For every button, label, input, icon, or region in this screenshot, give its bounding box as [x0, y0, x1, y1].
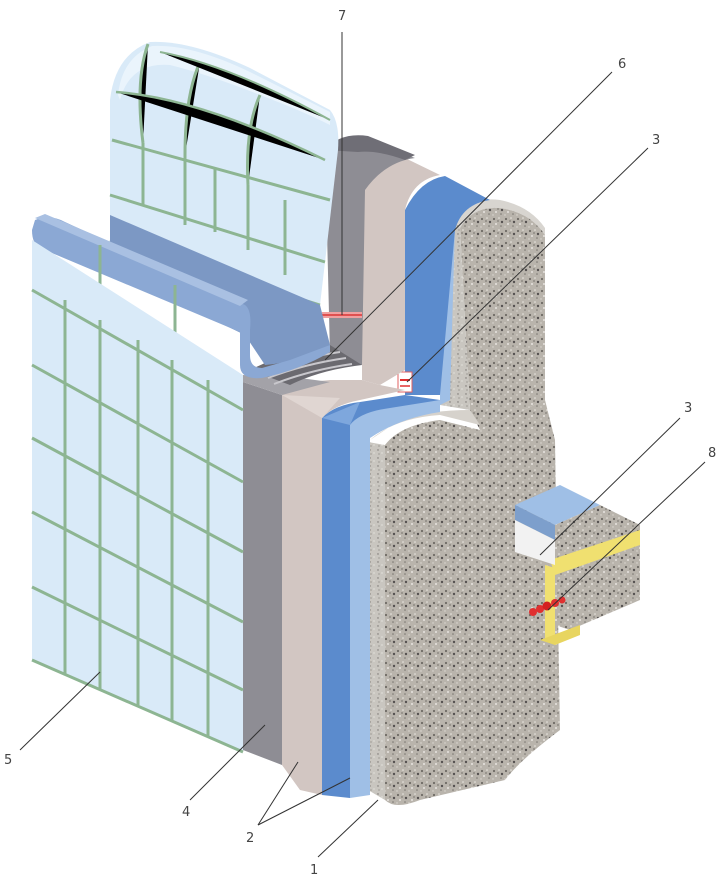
seal-bead — [542, 601, 552, 611]
corner-seal-tape — [397, 371, 413, 393]
trough-front — [32, 217, 330, 379]
leader-2a — [257, 761, 299, 826]
seal-bead — [529, 608, 537, 616]
concrete-rim — [368, 442, 385, 800]
screed-lower — [350, 400, 440, 798]
leader-5 — [19, 671, 101, 751]
gray-upper — [325, 138, 415, 365]
lower-tile-wall — [31, 240, 244, 754]
upper-tile-wall — [109, 41, 339, 307]
slab-top-blue — [515, 485, 600, 525]
beige-top-bevel — [282, 395, 340, 418]
leader-6 — [324, 71, 613, 361]
callout-1: 1 — [310, 863, 318, 878]
callout-8: 8 — [708, 446, 716, 461]
gray-lower-top — [243, 375, 330, 395]
trough-gutter — [32, 214, 330, 379]
concrete-ledge-top — [370, 410, 480, 440]
callout-4: 4 — [182, 805, 190, 820]
concrete-structure — [368, 199, 560, 805]
callout-6: 6 — [618, 57, 626, 72]
concrete-upper-top — [452, 199, 545, 235]
leader-3-lower — [539, 417, 681, 556]
floor-slab — [515, 485, 640, 645]
trough-lip — [35, 214, 248, 306]
callout-3-lower: 3 — [684, 401, 692, 416]
seal-tape — [397, 371, 413, 393]
leader-2b — [257, 777, 351, 826]
beige-lower — [282, 380, 405, 795]
slab-right-face — [555, 505, 640, 630]
callout-5: 5 — [4, 753, 12, 768]
slab-inner-recess — [515, 520, 555, 565]
callout-2: 2 — [246, 831, 254, 846]
leader-1 — [317, 799, 379, 858]
dark-gray-layer — [243, 135, 415, 765]
leader-3-upper — [406, 147, 649, 383]
membrane-lower — [322, 395, 440, 798]
concrete-main-face — [385, 400, 560, 805]
slab-blue-front — [515, 505, 555, 540]
upper-tile-cap-top — [118, 45, 330, 125]
membrane-upper — [405, 176, 490, 395]
beige-layer — [282, 158, 440, 795]
slab-yellow-profile — [550, 530, 640, 575]
membrane-top-edge — [322, 402, 360, 425]
blue-membrane — [322, 176, 490, 798]
upper-tile-grout — [109, 43, 331, 307]
slab-yellow-base — [540, 625, 580, 645]
beige-upper — [362, 158, 440, 385]
lower-tile-grout — [31, 288, 244, 754]
concrete-upper-face — [460, 207, 545, 430]
callout-labels: 7 6 3 3 8 5 4 2 1 — [4, 9, 716, 878]
seal-bead — [536, 605, 544, 613]
callout-7: 7 — [338, 9, 346, 24]
leader-4 — [189, 724, 266, 801]
leader-8 — [547, 461, 706, 611]
leader-lines — [19, 32, 706, 858]
seal-bead — [558, 596, 566, 604]
gray-upper-cap — [325, 135, 415, 160]
callout-3-upper: 3 — [652, 133, 660, 148]
gray-lower — [243, 382, 282, 765]
